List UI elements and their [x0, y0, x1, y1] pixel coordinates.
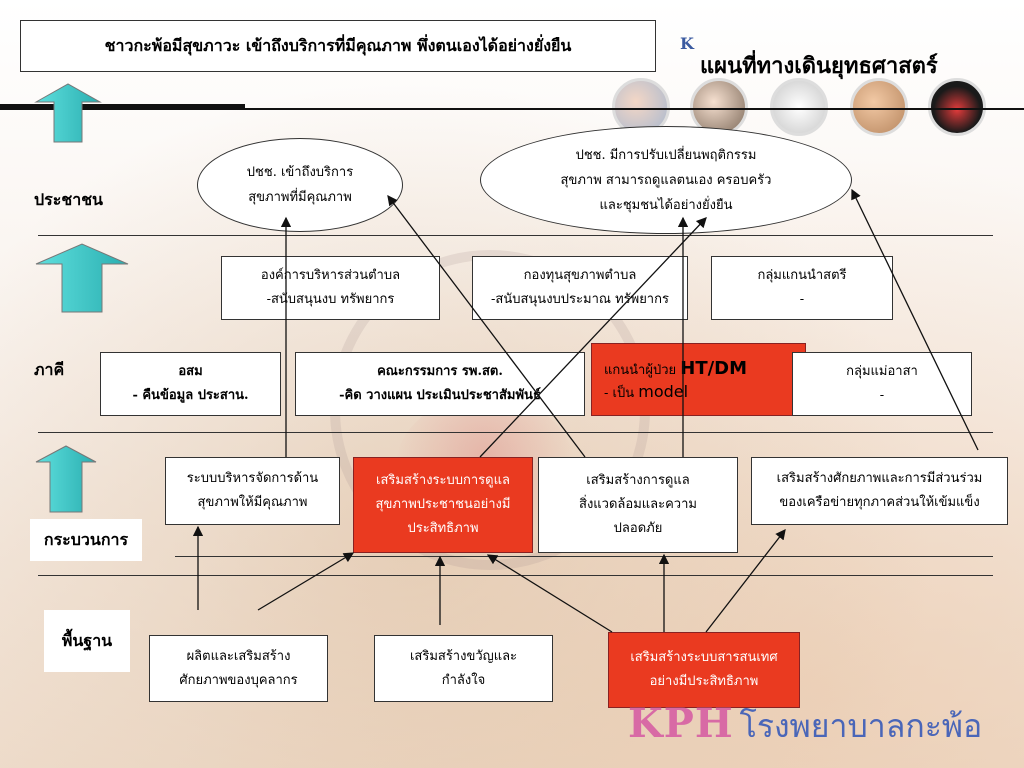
partner-box-volunteer-mothers: กลุ่มแม่อาสา -: [792, 352, 972, 416]
oval-line: และชุมชนได้อย่างยั่งยืน: [599, 197, 733, 213]
logo-k: K: [680, 34, 694, 53]
row-label-process: กระบวนการ: [30, 519, 142, 561]
box-line: เสริมสร้างระบบการดูแล: [376, 473, 510, 488]
row-label-partners: ภาคี: [34, 360, 65, 379]
box-line: เสริมสร้างศักยภาพและการมีส่วนร่วม: [776, 471, 983, 486]
partner-box-women-leaders: กลุ่มแกนนำสตรี -: [711, 256, 893, 320]
process-box-network: เสริมสร้างศักยภาพและการมีส่วนร่วม ของเคร…: [751, 457, 1008, 525]
arrow-info-to-healthcare: [486, 554, 613, 633]
box-line: -คิด วางแผน ประเมินประชาสัมพันธ์: [339, 388, 541, 403]
foundation-box-morale: เสริมสร้างขวัญและ กำลังใจ: [374, 635, 553, 702]
box-line: อย่างมีประสิทธิภาพ: [649, 674, 759, 689]
box-line-emphasis: model: [638, 381, 689, 401]
divider-partners-process: [38, 432, 993, 433]
header-rule-bold: [0, 104, 245, 108]
box-line: สิ่งแวดล้อมและความ: [579, 497, 697, 512]
photo-thumbnail-4: [850, 78, 908, 136]
arrow-healthcare-to-behavior: [479, 217, 707, 458]
box-line: - เป็น model: [604, 381, 689, 403]
connector-arrows: [192, 188, 979, 633]
oval-line: ปชช. เข้าถึงบริการ: [246, 165, 354, 180]
partner-box-committee: คณะกรรมการ รพ.สต. -คิด วางแผน ประเมินประ…: [295, 352, 585, 416]
box-line: เสริมสร้างขวัญและ: [409, 648, 518, 664]
divider-process-inner: [175, 556, 993, 557]
box-line: องค์การบริหารส่วนตำบล: [260, 268, 401, 283]
arrow-environment-to-oval1: [387, 194, 586, 458]
box-line: สุขภาพให้มีคุณภาพ: [197, 495, 308, 510]
box-line: -สนับสนุนงบประมาณ ทรัพยากร: [491, 292, 669, 307]
arrow-network-to-behavior: [851, 188, 979, 451]
vision-statement: ชาวกะพ้อมีสุขภาวะ เข้าถึงบริการที่มีคุณภ…: [20, 20, 656, 72]
box-line: ระบบบริหารจัดการด้าน: [186, 471, 319, 486]
level-up-arrow-icon: [35, 243, 129, 313]
box-line: เสริมสร้างการดูแล: [586, 473, 690, 488]
arrow-personnel-to-healthcare: [257, 552, 355, 611]
level-up-arrow-icon: [34, 83, 102, 143]
partner-box-vhv: อสม - คืนข้อมูล ประสาน.: [100, 352, 281, 416]
box-line: - คืนข้อมูล ประสาน.: [132, 388, 249, 403]
oval-line: สุขภาพ สามารถดูแลตนเอง ครอบครัว: [560, 172, 772, 188]
header-rule: [0, 108, 1024, 110]
process-box-environment: เสริมสร้างการดูแล สิ่งแวดล้อมและความ ปลอ…: [538, 457, 738, 553]
people-oval-access: ปชช. เข้าถึงบริการ สุขภาพที่มีคุณภาพ: [197, 138, 403, 232]
box-line: เสริมสร้างระบบสารสนเทศ: [630, 650, 778, 665]
box-line: กองทุนสุขภาพตำบล: [523, 268, 637, 283]
process-box-management: ระบบบริหารจัดการด้าน สุขภาพให้มีคุณภาพ: [165, 457, 340, 525]
box-line-emphasis: HT/DM: [680, 357, 748, 379]
photo-thumbnail-3: [770, 78, 828, 136]
people-oval-behavior: ปชช. มีการปรับเปลี่ยนพฤติกรรม สุขภาพ สาม…: [480, 126, 852, 234]
brand-hospital-name: โรงพยาบาลกะพ้อ: [739, 707, 983, 745]
box-line: กลุ่มแม่อาสา: [846, 364, 918, 379]
process-box-health-care: เสริมสร้างระบบการดูแล สุขภาพประชาชนอย่าง…: [353, 457, 533, 553]
box-line: อสม: [178, 364, 203, 379]
box-line: กำลังใจ: [441, 672, 486, 688]
partner-box-patient-leaders: แกนนำผู้ป่วย HT/DM - เป็น model: [591, 343, 806, 416]
partner-box-health-fund: กองทุนสุขภาพตำบล -สนับสนุนงบประมาณ ทรัพย…: [472, 256, 688, 320]
foundation-box-personnel: ผลิตและเสริมสร้าง ศักยภาพของบุคลากร: [149, 635, 328, 702]
row-label-people: ประชาชน: [34, 190, 103, 209]
photo-thumbnail-5: [928, 78, 986, 136]
box-line: ของเครือข่ายทุกภาคส่วนให้เข้มแข็ง: [779, 495, 980, 510]
box-line: ผลิตและเสริมสร้าง: [186, 648, 291, 664]
partner-box-tao: องค์การบริหารส่วนตำบล -สนับสนุนงบ ทรัพยา…: [221, 256, 440, 320]
oval-line: ปชช. มีการปรับเปลี่ยนพฤติกรรม: [575, 147, 757, 163]
box-line-text: - เป็น: [604, 385, 639, 401]
box-line: -: [799, 292, 805, 307]
box-line: ศักยภาพของบุคลากร: [179, 672, 298, 688]
arrow-info-to-network: [705, 528, 786, 633]
row-label-foundation: พื้นฐาน: [44, 610, 130, 672]
box-line: ประสิทธิภาพ: [407, 521, 479, 536]
box-line: สุขภาพประชาชนอย่างมี: [375, 497, 511, 512]
oval-line: สุขภาพที่มีคุณภาพ: [248, 190, 352, 205]
divider-people-partners: [38, 235, 993, 236]
box-line: -สนับสนุนงบ ทรัพยากร: [266, 292, 395, 307]
foundation-box-information-system: เสริมสร้างระบบสารสนเทศ อย่างมีประสิทธิภา…: [608, 632, 800, 708]
box-line: แกนนำผู้ป่วย HT/DM: [604, 357, 747, 383]
box-line: -: [879, 388, 885, 403]
level-up-arrow-icon: [35, 445, 97, 513]
page-title: แผนที่ทางเดินยุทธศาสตร์: [700, 53, 938, 79]
box-line: ปลอดภัย: [613, 521, 663, 536]
box-line: กลุ่มแกนนำสตรี: [757, 268, 847, 283]
box-line-text: แกนนำผู้ป่วย: [604, 362, 681, 378]
brand-kph: KPH: [628, 700, 734, 747]
divider-process-foundation: [38, 575, 993, 576]
box-line: คณะกรรมการ รพ.สต.: [377, 364, 503, 379]
